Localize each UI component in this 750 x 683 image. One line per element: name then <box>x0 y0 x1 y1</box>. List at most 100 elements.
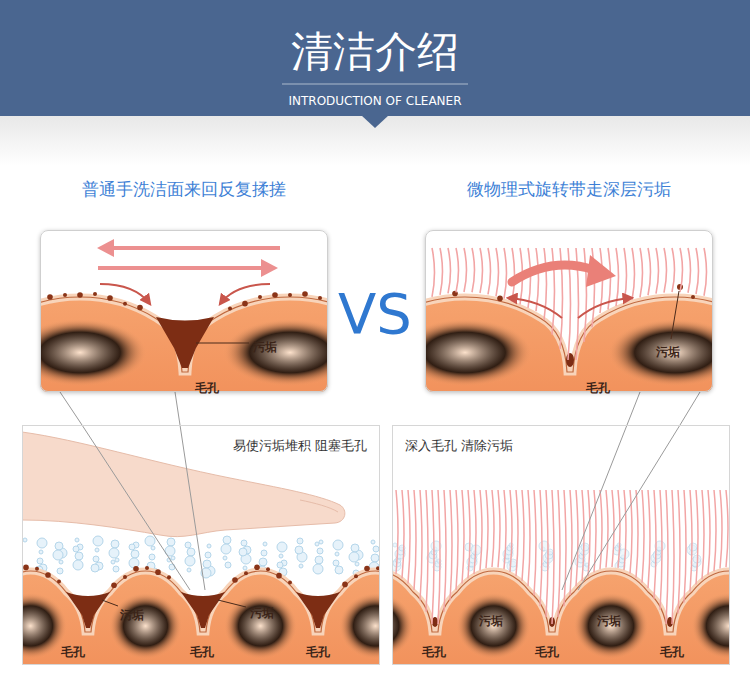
zoom-line <box>180 425 205 590</box>
arrow-head <box>97 239 114 257</box>
dirt-particle <box>354 574 358 578</box>
subtitle: INTRODUCTION OF CLEANER <box>288 94 461 108</box>
brush-bristle <box>468 490 470 578</box>
brush-bristle <box>708 490 710 575</box>
closeup-panel: 易使污垢堆积 阻塞毛孔 <box>22 425 380 665</box>
foam-bubble <box>261 550 267 556</box>
header-band <box>0 0 750 116</box>
dirt-particle <box>133 566 139 572</box>
foam-bubble <box>319 540 323 544</box>
label-anchor: 毛孔 <box>660 641 684 660</box>
foam-bubble <box>317 548 323 554</box>
leader-line <box>218 600 246 607</box>
skin-tissue <box>22 571 380 665</box>
foam-bubble <box>221 544 231 554</box>
brush-bristle <box>684 490 686 603</box>
pore-dirt <box>296 592 340 628</box>
brush-bristle <box>672 490 674 624</box>
brush-bristle <box>462 490 464 584</box>
part-label: 污垢 <box>253 340 277 354</box>
brush-bristle <box>588 490 590 576</box>
label-anchor: 污垢 <box>253 336 277 355</box>
panel-caption: 易使污垢堆积 阻塞毛孔 <box>233 437 367 455</box>
brush-bristle <box>680 248 683 292</box>
brush-bristle <box>612 490 614 567</box>
brush-bristle <box>438 490 440 624</box>
brush-bristle <box>396 490 398 574</box>
label-anchor: 毛孔 <box>586 377 610 396</box>
panel-illustration <box>22 425 380 665</box>
brush-bristle <box>648 248 651 295</box>
foam-bubble <box>333 560 339 566</box>
part-label: 毛孔 <box>61 645 85 659</box>
foam-bubble <box>203 560 211 568</box>
skin-surface-line <box>22 571 380 632</box>
rubbing-arrow <box>98 266 263 270</box>
zoom-line <box>578 425 680 590</box>
brush-bristle <box>496 248 499 296</box>
foam-bubble <box>349 552 359 562</box>
brush-bristle <box>648 490 650 588</box>
part-label: 毛孔 <box>422 645 446 659</box>
brush-bristle <box>558 490 560 617</box>
label-anchor: 毛孔 <box>535 641 559 660</box>
foam-bubble <box>39 550 43 554</box>
brush-bristle <box>688 248 691 293</box>
brush-bristle <box>504 248 507 299</box>
brush-bristle <box>666 490 668 624</box>
foam-bubble <box>371 540 375 544</box>
foam-bubble <box>109 548 119 558</box>
part-label: 毛孔 <box>586 381 610 395</box>
foam-bubble <box>297 538 303 544</box>
part-label: 毛孔 <box>190 645 214 659</box>
panel-heading: 微物理式旋转带走深层污垢 <box>467 179 671 199</box>
push-arrow <box>100 284 150 304</box>
part-label: 污垢 <box>597 614 621 628</box>
arrow-head <box>261 259 278 277</box>
brush-bristle <box>624 490 626 570</box>
dirt-particle <box>63 293 67 297</box>
zoom-connector <box>175 392 180 425</box>
brush-bristle <box>432 248 435 297</box>
brush-bristle <box>480 248 483 293</box>
brush-bristle <box>402 490 404 578</box>
panel-caption: 深入毛孔 清除污垢 <box>405 437 513 455</box>
foam-bubble <box>295 546 303 554</box>
brush-bristle <box>654 490 656 599</box>
brush-bristle <box>678 490 680 613</box>
label-anchor: 污垢 <box>479 610 503 629</box>
brush-bristle <box>516 490 518 576</box>
foam-bubble <box>619 549 629 559</box>
brush-bristle <box>726 490 728 567</box>
rubbing-arrow <box>112 246 280 250</box>
foam-bubble <box>223 536 231 544</box>
dirt-particle <box>47 294 53 300</box>
foam-bubble <box>373 546 379 552</box>
dirt-particle <box>137 305 143 311</box>
brush-bristle <box>498 490 500 567</box>
dirt-particle <box>57 580 61 584</box>
dirt-particle <box>35 567 39 571</box>
dirt-particle <box>288 580 292 584</box>
label-anchor: 污垢 <box>656 341 680 360</box>
finger-nail-line <box>300 500 338 512</box>
brush-bristle <box>534 490 536 595</box>
skin-highlight <box>691 592 730 659</box>
brush-bristle <box>672 248 675 292</box>
brush-bristle <box>656 248 659 294</box>
dirt-particle <box>242 301 248 307</box>
brush-bristle <box>594 490 596 572</box>
dirt-particle <box>145 566 149 570</box>
brush-bristle <box>704 248 707 296</box>
brush-bristle <box>642 490 644 583</box>
brush-bristle <box>492 490 494 567</box>
dirt-particle <box>288 293 292 297</box>
skin-highlight <box>109 592 183 659</box>
brush-bristle <box>702 490 704 579</box>
header-shadow-band <box>0 116 750 166</box>
foam-bubble <box>277 542 287 552</box>
dirt-particle <box>107 295 113 301</box>
label-anchor: 毛孔 <box>195 377 219 396</box>
